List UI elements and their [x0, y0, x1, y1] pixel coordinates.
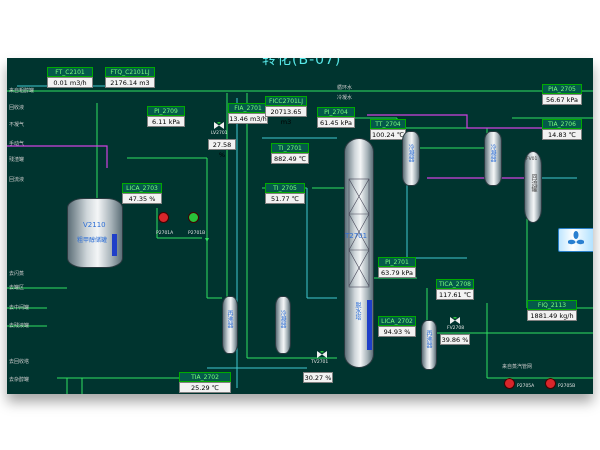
- instrument-value[interactable]: 13.46 m3/h: [228, 113, 268, 124]
- instrument-tag[interactable]: FICC2701LJ: [265, 96, 307, 106]
- condenser[interactable]: [275, 296, 291, 354]
- process-screen: 转化(B-07) 来自粗醇罐 回收液 不凝气 手动气 残渣罐 回流液 去闪蒸 去…: [7, 58, 593, 394]
- instrument-tag[interactable]: TT_2704: [370, 119, 406, 129]
- tank-desc: 粗甲醇储罐: [77, 237, 108, 244]
- instrument-tag[interactable]: FIA_2701: [228, 103, 268, 113]
- instrument-tag[interactable]: LICA_2702: [378, 316, 416, 326]
- side-label: 回流液: [9, 177, 25, 183]
- column-level-bar: [367, 300, 372, 350]
- instrument-value[interactable]: 20713.65 m3: [265, 106, 307, 126]
- fan-blades-icon: [568, 231, 584, 245]
- side-label: 去残液罐: [9, 323, 30, 329]
- instrument-value[interactable]: 117.61 ℃: [436, 289, 474, 300]
- instrument-tag[interactable]: PIA_2705: [542, 84, 582, 94]
- side-label: 残渣罐: [9, 157, 25, 163]
- side-label: 去闪蒸: [9, 271, 25, 277]
- control-valve-icon[interactable]: [214, 122, 224, 129]
- valve-tag: LV2701: [211, 131, 228, 136]
- instrument-value[interactable]: 2176.14 m3: [105, 77, 155, 88]
- instrument-value[interactable]: 1881.49 kg/h: [527, 310, 577, 321]
- instrument-tag[interactable]: FT_C2101: [47, 67, 93, 77]
- valve-value[interactable]: 27.58 %: [208, 139, 236, 159]
- tank-name: V2110: [83, 221, 106, 229]
- top-condenser-a-label: 冷凝器: [407, 144, 414, 162]
- separator-desc: 回流罐: [530, 174, 537, 192]
- instrument-tag[interactable]: TI_2705: [265, 183, 305, 193]
- instrument-tag[interactable]: TI_2701: [271, 143, 309, 153]
- instrument-tag[interactable]: TIA_2702: [179, 372, 231, 382]
- pump-icon[interactable]: [158, 212, 169, 223]
- stream-label: 冷凝水: [337, 95, 353, 101]
- valve-tag: FV2708: [447, 326, 465, 331]
- valve-value[interactable]: 30.27 %: [303, 372, 333, 383]
- pump-tag: P2701A: [156, 231, 174, 236]
- side-label: 来自粗醇罐: [9, 88, 35, 94]
- side-label: 不凝气: [9, 122, 25, 128]
- side-label: 去回收塔: [9, 359, 30, 365]
- reboiler-2[interactable]: [421, 320, 437, 370]
- instrument-value[interactable]: 100.24 ℃: [370, 129, 406, 140]
- separator-tag: FV01: [526, 157, 538, 162]
- instrument-tag[interactable]: FIQ_2113: [527, 300, 577, 310]
- side-label: 来自蒸汽管网: [502, 364, 533, 370]
- instrument-tag[interactable]: LICA_2703: [122, 183, 162, 193]
- instrument-value[interactable]: 51.77 ℃: [265, 193, 305, 204]
- instrument-value[interactable]: 94.93 %: [378, 326, 416, 337]
- instrument-tag[interactable]: FTQ_C2101LJ: [105, 67, 155, 77]
- top-condenser-a[interactable]: [402, 131, 420, 186]
- instrument-tag[interactable]: PI_2701: [378, 257, 416, 267]
- side-label: 回收液: [9, 105, 25, 111]
- column-name: T2701: [345, 232, 368, 240]
- reboiler[interactable]: [222, 296, 238, 354]
- side-label: 去中间罐: [9, 305, 30, 311]
- top-condenser-b-label: 冷凝器: [489, 144, 496, 162]
- pump-tag: P2701B: [188, 231, 206, 236]
- instrument-value[interactable]: 56.67 kPa: [542, 94, 582, 105]
- control-valve-icon[interactable]: [317, 351, 327, 358]
- instrument-value[interactable]: 882.49 ℃: [271, 153, 309, 164]
- tank-v2110[interactable]: [67, 198, 123, 268]
- instrument-tag[interactable]: TIA_2706: [542, 119, 582, 129]
- condenser-label: 冷凝器: [279, 310, 286, 328]
- instrument-tag[interactable]: PI_2704: [317, 107, 355, 117]
- piping-diagram: [7, 85, 593, 394]
- control-valve-icon[interactable]: [450, 317, 460, 324]
- pump-icon[interactable]: [545, 378, 556, 389]
- column-packing: [348, 178, 370, 288]
- stream-label: 循环水: [337, 85, 353, 91]
- pump-icon[interactable]: [504, 378, 515, 389]
- tank-level-bar: [112, 234, 117, 256]
- side-label: 去杂醇罐: [9, 377, 30, 383]
- instrument-value[interactable]: 14.83 ℃: [542, 129, 582, 140]
- valve-value[interactable]: 39.86 %: [440, 334, 470, 345]
- instrument-value[interactable]: 6.11 kPa: [147, 116, 185, 127]
- side-label: 去罐区: [9, 285, 25, 291]
- pump-tag: P2705B: [558, 384, 576, 389]
- instrument-value[interactable]: 0.01 m3/h: [47, 77, 93, 88]
- reboiler-label: 再沸器: [226, 310, 233, 328]
- valve-tag: TV2701: [311, 360, 329, 365]
- screen-title: 转化(B-07): [262, 58, 342, 68]
- instrument-tag[interactable]: TICA_2708: [436, 279, 474, 289]
- instrument-tag[interactable]: PI_2709: [147, 106, 185, 116]
- reboiler-2-label: 再沸器: [425, 330, 432, 348]
- instrument-value[interactable]: 25.29 ℃: [179, 382, 231, 393]
- side-label: 手动气: [9, 141, 25, 147]
- instrument-value[interactable]: 63.79 kPa: [378, 267, 416, 278]
- instrument-value[interactable]: 61.45 kPa: [317, 117, 355, 128]
- separator-drum[interactable]: [524, 151, 542, 223]
- column-desc: 脱水塔: [354, 302, 361, 320]
- pump-icon[interactable]: [188, 212, 199, 223]
- top-condenser-b[interactable]: [484, 131, 502, 186]
- instrument-value[interactable]: 47.35 %: [122, 193, 162, 204]
- pump-tag: P2705A: [517, 384, 535, 389]
